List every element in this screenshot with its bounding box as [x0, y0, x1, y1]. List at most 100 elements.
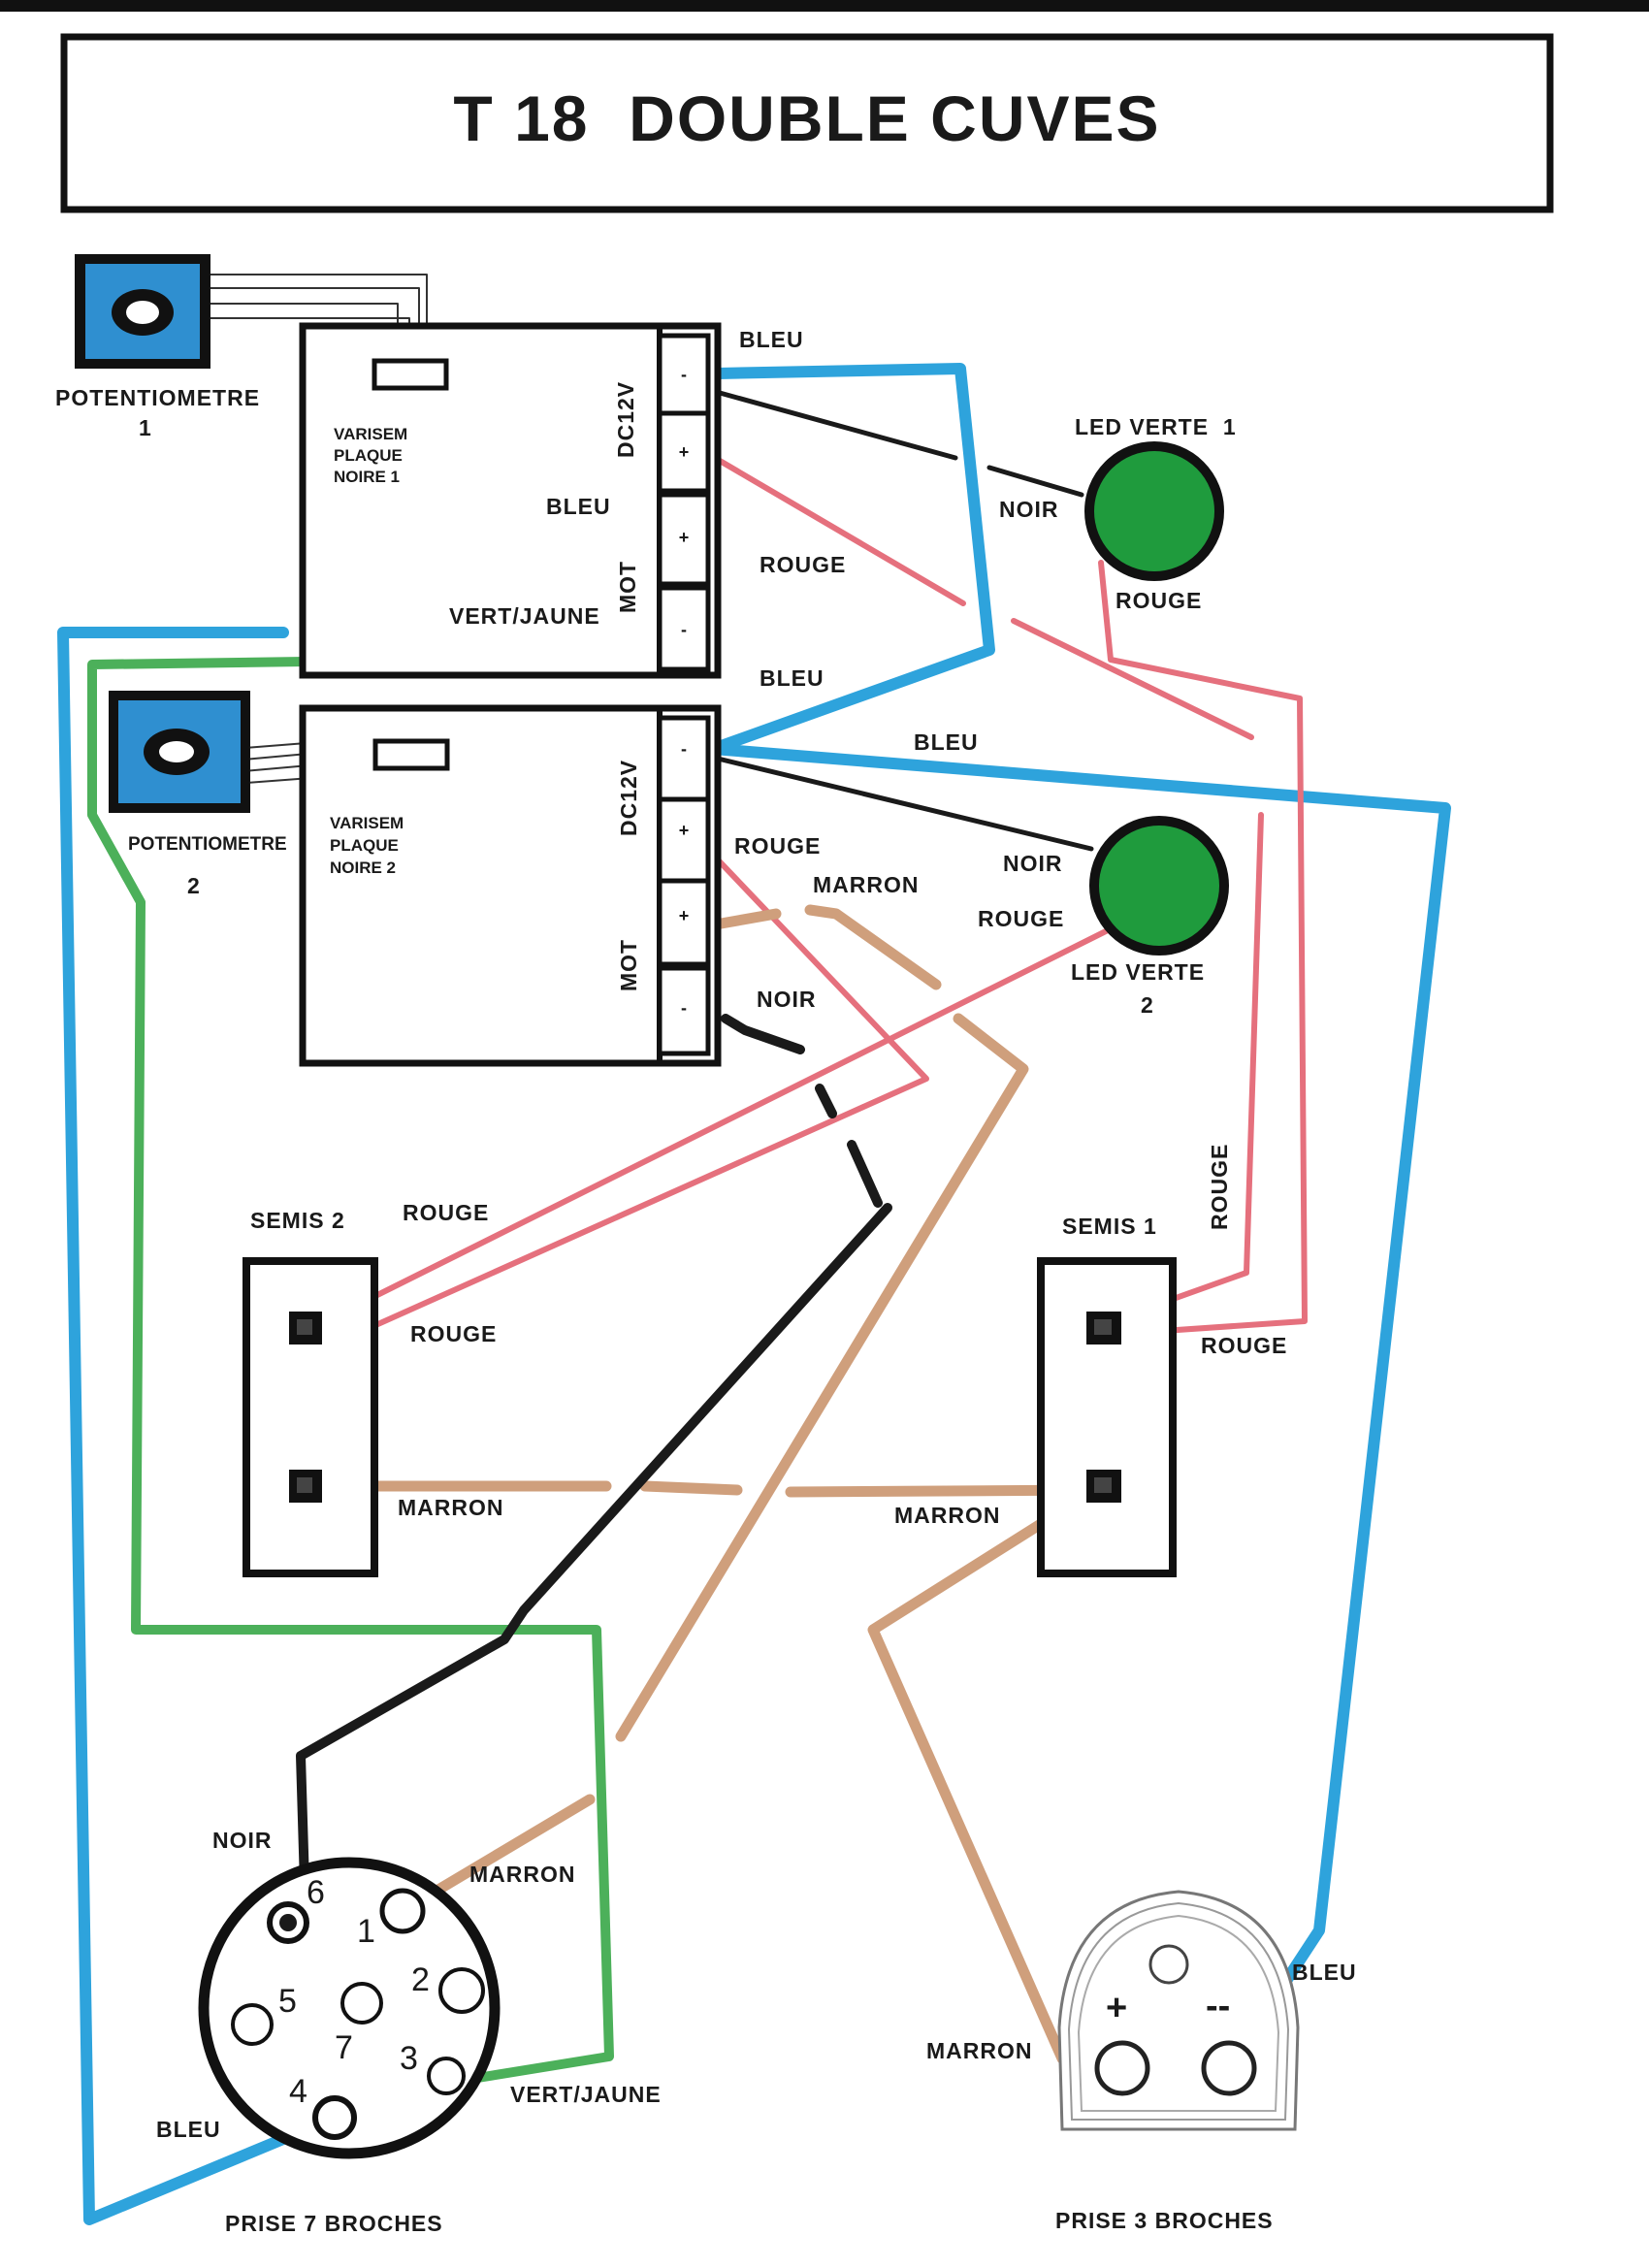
prise-3-minus-label: --	[1206, 1986, 1230, 2026]
potentiometer-2-number: 2	[187, 873, 201, 898]
controller-1-trimmer	[372, 358, 449, 391]
controller-2-terminal-4: -	[681, 998, 687, 1018]
brown-wires	[329, 904, 1107, 2070]
label-rouge-semis2: ROUGE	[410, 1321, 497, 1346]
controller-1-terminal-4: -	[681, 620, 687, 639]
wire-rouge-led2	[322, 919, 1128, 1324]
controller-1-name-1: VARISEM	[334, 425, 407, 443]
controller-2-name-1: VARISEM	[330, 814, 404, 832]
controller-2-trimmer	[372, 738, 450, 771]
red-wires	[322, 448, 1308, 1346]
prise-7-broches: 6 1 2 5 7 3 4 PRISE 7 BROCHES	[198, 1857, 501, 2236]
controller-1-terminal-3: +	[679, 528, 690, 547]
switch-semis-2: SEMIS 2	[242, 1208, 378, 1577]
label-marron-semis1: MARRON	[894, 1503, 1001, 1528]
wire-noir-dash-b	[847, 1140, 883, 1208]
prise-7-pin-3	[427, 2057, 466, 2095]
led-2-label: LED VERTE	[1071, 959, 1205, 985]
prise-7-pin-label-2: 2	[411, 1961, 430, 1998]
label-rouge-semis2-top: ROUGE	[403, 1200, 489, 1225]
prise-7-pin-label-6: 6	[307, 1874, 325, 1911]
label-rouge-led2: ROUGE	[978, 906, 1064, 931]
wire-marron-c2-2	[804, 904, 942, 990]
controller-2-name-2: PLAQUE	[330, 836, 399, 855]
label-noir-c2: NOIR	[757, 987, 817, 1012]
label-rouge-c1: ROUGE	[760, 552, 846, 577]
controller-1-terminal-2: +	[679, 442, 690, 462]
controller-1-dc-label: DC12V	[613, 381, 638, 458]
label-marron-c2: MARRON	[813, 872, 920, 897]
potentiometer-1-number: 1	[139, 415, 152, 440]
label-marron-semis2: MARRON	[398, 1495, 504, 1520]
prise-3-pin-minus	[1201, 2040, 1257, 2096]
label-vert-jaune-mot1: VERT/JAUNE	[449, 603, 600, 629]
label-bleu-right: BLEU	[914, 729, 979, 755]
led-2-body	[1089, 816, 1229, 956]
wire-bleu-long-left	[57, 627, 340, 2225]
label-rouge-semis1: ROUGE	[1201, 1333, 1287, 1358]
page-title: T 18 DOUBLE CUVES	[453, 82, 1160, 154]
prise-3-broches: + -- PRISE 3 BROCHES	[1055, 1890, 1300, 2233]
prise-3-label: PRISE 3 BROCHES	[1055, 2208, 1274, 2233]
controller-2: VARISEM PLAQUE NOIRE 2 DC12V MOT - + + -	[299, 704, 722, 1067]
potentiometer-1-label: POTENTIOMETRE	[55, 385, 260, 410]
led-1-body	[1084, 441, 1224, 581]
potentiometer-2: POTENTIOMETRE 2	[109, 691, 287, 898]
controller-2-name-3: NOIRE 2	[330, 859, 396, 877]
controller-1-name-3: NOIRE 1	[334, 468, 400, 486]
label-noir-led1: NOIR	[999, 497, 1059, 522]
prise-3-body	[1057, 1890, 1300, 2131]
led-2-number: 2	[1141, 992, 1154, 1018]
semis-2-label: SEMIS 2	[250, 1208, 345, 1233]
controller-1-terminal-1: -	[681, 365, 687, 384]
prise-7-pin-5	[231, 2003, 274, 2046]
controller-2-terminal-2: +	[679, 821, 690, 840]
wire-rouge-c1-plus	[700, 448, 966, 606]
prise-7-pin-2	[438, 1967, 485, 2014]
controller-2-mot-label: MOT	[616, 939, 641, 991]
wire-noir-dash-a	[815, 1084, 837, 1118]
prise-7-label: PRISE 7 BROCHES	[225, 2211, 443, 2236]
title-box: T 18 DOUBLE CUVES	[60, 33, 1554, 213]
label-rouge-c2: ROUGE	[734, 833, 821, 859]
led-1-label: LED VERTE 1	[1075, 414, 1237, 439]
controller-1-terminals: - + + -	[657, 333, 711, 672]
wire-rouge-to-led1	[1011, 618, 1254, 740]
label-bleu-prise7: BLEU	[156, 2117, 221, 2142]
label-bleu-top: BLEU	[739, 327, 804, 352]
wire-noir-c2-2	[296, 1203, 892, 1921]
prise-7-pin-label-5: 5	[278, 1983, 297, 2020]
led-1: LED VERTE 1	[1075, 414, 1237, 581]
black-wires	[296, 390, 1094, 1921]
label-noir-led2: NOIR	[1003, 851, 1063, 876]
potentiometer-2-label: POTENTIOMETRE	[128, 834, 287, 855]
prise-3-pin-top	[1148, 1944, 1189, 1985]
wire-rouge-led1	[1098, 560, 1308, 1337]
wire-labels: BLEU NOIR BLEU ROUGE ROUGE VERT/JAUNE BL…	[156, 327, 1356, 2142]
wire-vj-long	[87, 657, 614, 2089]
wire-bleu-c1-minus	[707, 363, 995, 755]
prise-7-pin-7	[340, 1982, 383, 2025]
prise-7-pin-label-4: 4	[289, 2073, 307, 2110]
controller-2-terminals: - + + -	[657, 715, 711, 1056]
prise-7-pin-1	[379, 1888, 426, 1934]
led-2: LED VERTE 2	[1071, 816, 1229, 1018]
wire-marron-c2-3	[615, 1013, 1029, 1742]
prise-3-pin-plus	[1094, 2040, 1150, 2096]
label-rouge-led1: ROUGE	[1116, 588, 1202, 613]
controller-2-terminal-3: +	[679, 906, 690, 925]
prise-7-pin-label-3: 3	[400, 2040, 418, 2077]
top-border	[0, 0, 1649, 12]
controller-1: VARISEM PLAQUE NOIRE 1 DC12V MOT - + + -	[299, 322, 722, 679]
prise-3-plus-label: +	[1106, 1988, 1127, 2028]
prise-7-pin-4	[312, 2095, 357, 2140]
label-bleu-mid: BLEU	[760, 665, 824, 691]
switch-semis-1: SEMIS 1	[1037, 1214, 1177, 1577]
semis-1-label: SEMIS 1	[1062, 1214, 1157, 1239]
controller-2-terminal-1: -	[681, 739, 687, 759]
label-bleu-mot1: BLEU	[546, 494, 611, 519]
potentiometer-1: POTENTIOMETRE 1	[55, 254, 260, 440]
prise-7-pin-label-1: 1	[357, 1913, 375, 1950]
label-marron-prise3: MARRON	[926, 2038, 1033, 2063]
